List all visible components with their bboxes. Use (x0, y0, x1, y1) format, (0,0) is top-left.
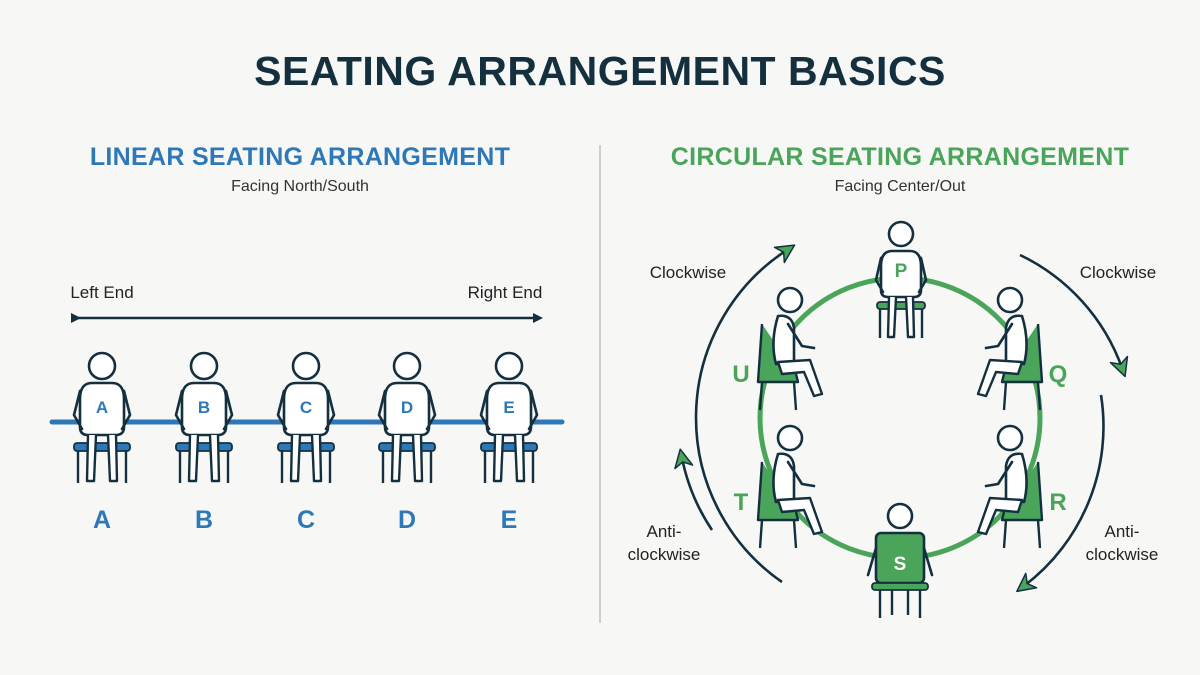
seat-letter-p: P (895, 261, 908, 282)
linear-person-d (377, 351, 437, 485)
linear-person-a (72, 351, 132, 485)
seat-letter-r: R (1049, 489, 1066, 516)
left-anticlockwise-arc (674, 448, 714, 531)
seat-letter-q: Q (1049, 361, 1068, 388)
right-anticlockwise-arc (1016, 394, 1105, 593)
linear-section-title: LINEAR SEATING ARRANGEMENT (89, 143, 511, 171)
position-label-a: A (93, 506, 111, 534)
clockwise-label-right: Clockwise (1080, 263, 1157, 282)
seat-letter-e: E (503, 398, 514, 417)
linear-section-subtitle: Facing North/South (231, 178, 369, 195)
circular-person-r (976, 424, 1044, 550)
circular-section-title: CIRCULAR SEATING ARRANGEMENT (670, 143, 1130, 171)
seat-letter-t: T (734, 489, 749, 516)
seat-letter-d: D (401, 398, 413, 417)
position-label-c: C (297, 506, 315, 534)
circular-diagram: Clockwise Clockwise Anti- clockwise Anti… (628, 220, 1159, 618)
linear-person-b (174, 351, 234, 485)
page-title: SEATING ARRANGEMENT BASICS (254, 48, 946, 94)
right-clockwise-arc (1019, 253, 1129, 378)
seat-letter-c: C (300, 398, 312, 417)
circular-person-t (756, 424, 824, 550)
seat-letter-a: A (96, 398, 108, 417)
anticlockwise-label-left-2: clockwise (628, 545, 701, 564)
right-end-label: Right End (468, 283, 543, 302)
linear-person-e (479, 351, 539, 485)
seat-letter-b: B (198, 398, 210, 417)
linear-diagram: Left End Right End A B C D E A B C D E (49, 283, 565, 534)
anticlockwise-label-right-2: clockwise (1086, 545, 1159, 564)
circular-person-s (866, 502, 934, 618)
circular-section-subtitle: Facing Center/Out (834, 178, 966, 195)
left-end-label: Left End (70, 283, 133, 302)
seat-letter-u: U (732, 361, 749, 388)
position-label-b: B (195, 506, 213, 534)
linear-person-c (276, 351, 336, 485)
position-label-e: E (501, 506, 518, 534)
position-label-d: D (398, 506, 416, 534)
clockwise-label-left: Clockwise (650, 263, 727, 282)
seat-letter-s: S (894, 554, 907, 575)
anticlockwise-label-right-1: Anti- (1105, 522, 1140, 541)
section-divider (599, 145, 601, 623)
anticlockwise-label-left-1: Anti- (647, 522, 682, 541)
left-clockwise-arc (694, 244, 796, 584)
